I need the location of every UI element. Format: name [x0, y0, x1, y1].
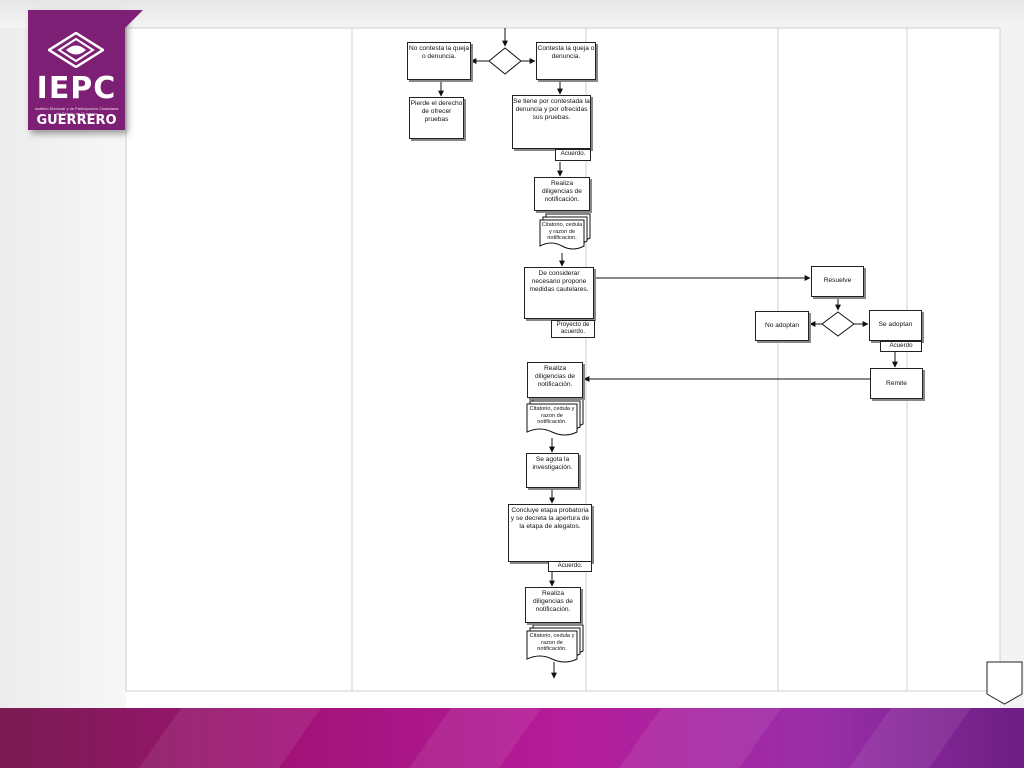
- footer-band: [0, 708, 1024, 768]
- emblem-icon: [48, 32, 104, 68]
- footer-stripe: [138, 708, 322, 768]
- left-margin: [0, 28, 126, 708]
- node-label: Contesta la queja o denuncia.: [537, 45, 595, 60]
- node-remite: Remite: [870, 368, 923, 399]
- node-realiza-3: Realiza diligencias de notificación.: [525, 587, 581, 623]
- node-label: Remite: [886, 380, 907, 387]
- node-label: Se adoptan: [878, 321, 913, 328]
- node-agota: Se agota la investigación.: [526, 453, 579, 488]
- doc-label-text: Proyecto de acuerdo.: [556, 321, 590, 335]
- logo-wordmark: IEPC: [36, 71, 117, 106]
- doc-acuerdo-3: Acuerdo.: [548, 561, 592, 572]
- node-se-tiene: Se tiene por contestada la denuncia y po…: [512, 95, 591, 149]
- doc-acuerdo-1: Acuerdo.: [555, 149, 591, 161]
- node-label: No contesta la queja o denuncia.: [408, 45, 470, 60]
- doc-label-text: Acuerdo: [889, 342, 913, 349]
- doc-label-text: Acuerdo.: [560, 150, 586, 157]
- document-stack-3: [526, 624, 584, 663]
- node-pierde: Pierde el derecho de ofrecer pruebas: [409, 97, 464, 139]
- node-resuelve: Resuelve: [811, 266, 864, 297]
- footer-stripe: [618, 708, 782, 768]
- node-label: Resuelve: [823, 277, 852, 284]
- node-label: Se tiene por contestada la denuncia y po…: [513, 98, 590, 121]
- doc-label-text: Citatorio, cedula y razon de notificacio…: [541, 222, 583, 241]
- doc-acuerdo-2: Acuerdo: [880, 341, 922, 352]
- node-no-contesta: No contesta la queja o denuncia.: [407, 42, 471, 80]
- logo-region: GUERRERO: [36, 113, 117, 128]
- document-stack-1: [539, 213, 591, 250]
- doc-label-text: Citatorio, cedula y razon de notificació…: [529, 633, 575, 652]
- doc-citatorio-3: Citatorio, cedula y razon de notificació…: [527, 633, 577, 659]
- top-bar: [0, 0, 1024, 28]
- footer-stripe: [408, 708, 542, 768]
- node-label: No adoptan: [764, 322, 800, 329]
- node-realiza-2: Realiza diligencias de notificación.: [527, 362, 583, 398]
- decision-diamond: [821, 311, 855, 337]
- node-concluye: Concluye etapa probatoria y se decreta l…: [508, 504, 592, 562]
- node-label: De considerar necesario propone medidas …: [529, 270, 589, 293]
- node-label: Realiza diligencias de notificación.: [535, 365, 575, 388]
- document-stack-2: [526, 397, 584, 436]
- doc-label-text: Acuerdo.: [557, 562, 583, 569]
- footer-stripe: [848, 708, 972, 768]
- doc-citatorio-1: Citatorio, cedula y razon de notificacio…: [540, 222, 584, 246]
- node-label: Realiza diligencias de notificación.: [533, 590, 573, 613]
- node-label: Realiza diligencias de notificación.: [542, 180, 582, 203]
- doc-label-text: Citatorio, cedula y razon de notificació…: [529, 406, 575, 425]
- node-label: Concluye etapa probatoria y se decreta l…: [510, 507, 590, 530]
- flowchart-lines: [125, 27, 1023, 705]
- node-label: Se agota la investigación.: [532, 456, 573, 471]
- right-margin: [1000, 28, 1024, 708]
- node-no-adoptan: No adoptan: [755, 311, 809, 341]
- iepc-logo: IEPC Instituto Electoral y de Participac…: [28, 10, 125, 130]
- node-contesta: Contesta la queja o denuncia.: [536, 42, 596, 80]
- node-label: Pierde el derecho de ofrecer pruebas: [410, 100, 463, 123]
- decision-diamond: [488, 47, 522, 75]
- node-considerar: De considerar necesario propone medidas …: [524, 267, 594, 319]
- node-se-adoptan: Se adoptan: [869, 310, 922, 341]
- node-realiza-1: Realiza diligencias de notificación.: [534, 177, 590, 211]
- logo-subtitle: Instituto Electoral y de Participación C…: [34, 106, 119, 116]
- doc-proyecto: Proyecto de acuerdo.: [551, 320, 595, 338]
- doc-citatorio-2: Citatorio, cedula y razon de notificació…: [527, 406, 577, 432]
- off-page-connector: [986, 661, 1023, 705]
- logo-corner: [125, 10, 143, 28]
